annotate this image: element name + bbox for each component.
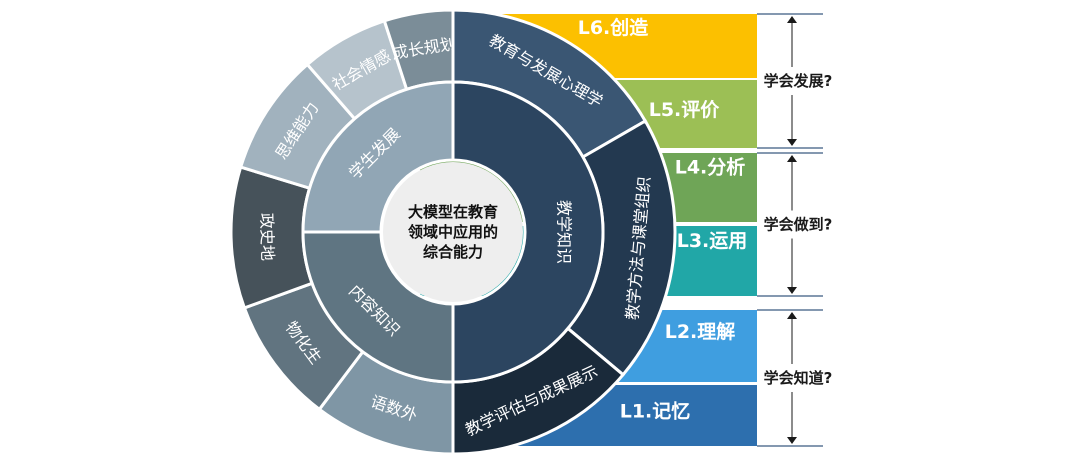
level-label-4: L4.分析 [675,156,746,179]
middle-segment-1 [301,80,455,234]
middle-segment-2 [301,230,455,384]
level-label-3: L3.运用 [677,230,748,252]
arrow-up-icon [787,16,797,23]
competency-wheel: 语数外物化生政史地思维能力社会情感成长规划教育与发展心理学教学方法与课堂组织教学… [229,8,677,456]
level-label-1: L1.记忆 [620,400,691,423]
bracket-label: 学会知道? [764,369,833,387]
wheel-center [383,162,523,302]
arrow-down-icon [787,437,797,444]
center-label-line: 大模型在教育 [408,203,498,221]
level-label-6: L6.创造 [578,16,650,39]
arrow-up-icon [787,155,797,162]
outer-segment-label: 政史地 [257,213,277,261]
center-label-line: 领域中应用的 [407,223,498,241]
middle-segment-label: 教学知识 [555,200,574,264]
level-brackets: 学会发展? 学会做到? 学会知道? [757,13,833,447]
arrow-down-icon [787,287,797,294]
level-label-5: L5.评价 [649,99,721,121]
bracket-label: 学会发展? [764,72,833,90]
arrow-down-icon [787,139,797,146]
arrow-up-icon [787,312,797,319]
level-label-2: L2.理解 [665,320,736,343]
center-label-line: 综合能力 [423,243,483,261]
middle-segment-teaching [451,80,605,384]
bracket-label: 学会做到? [764,216,833,234]
